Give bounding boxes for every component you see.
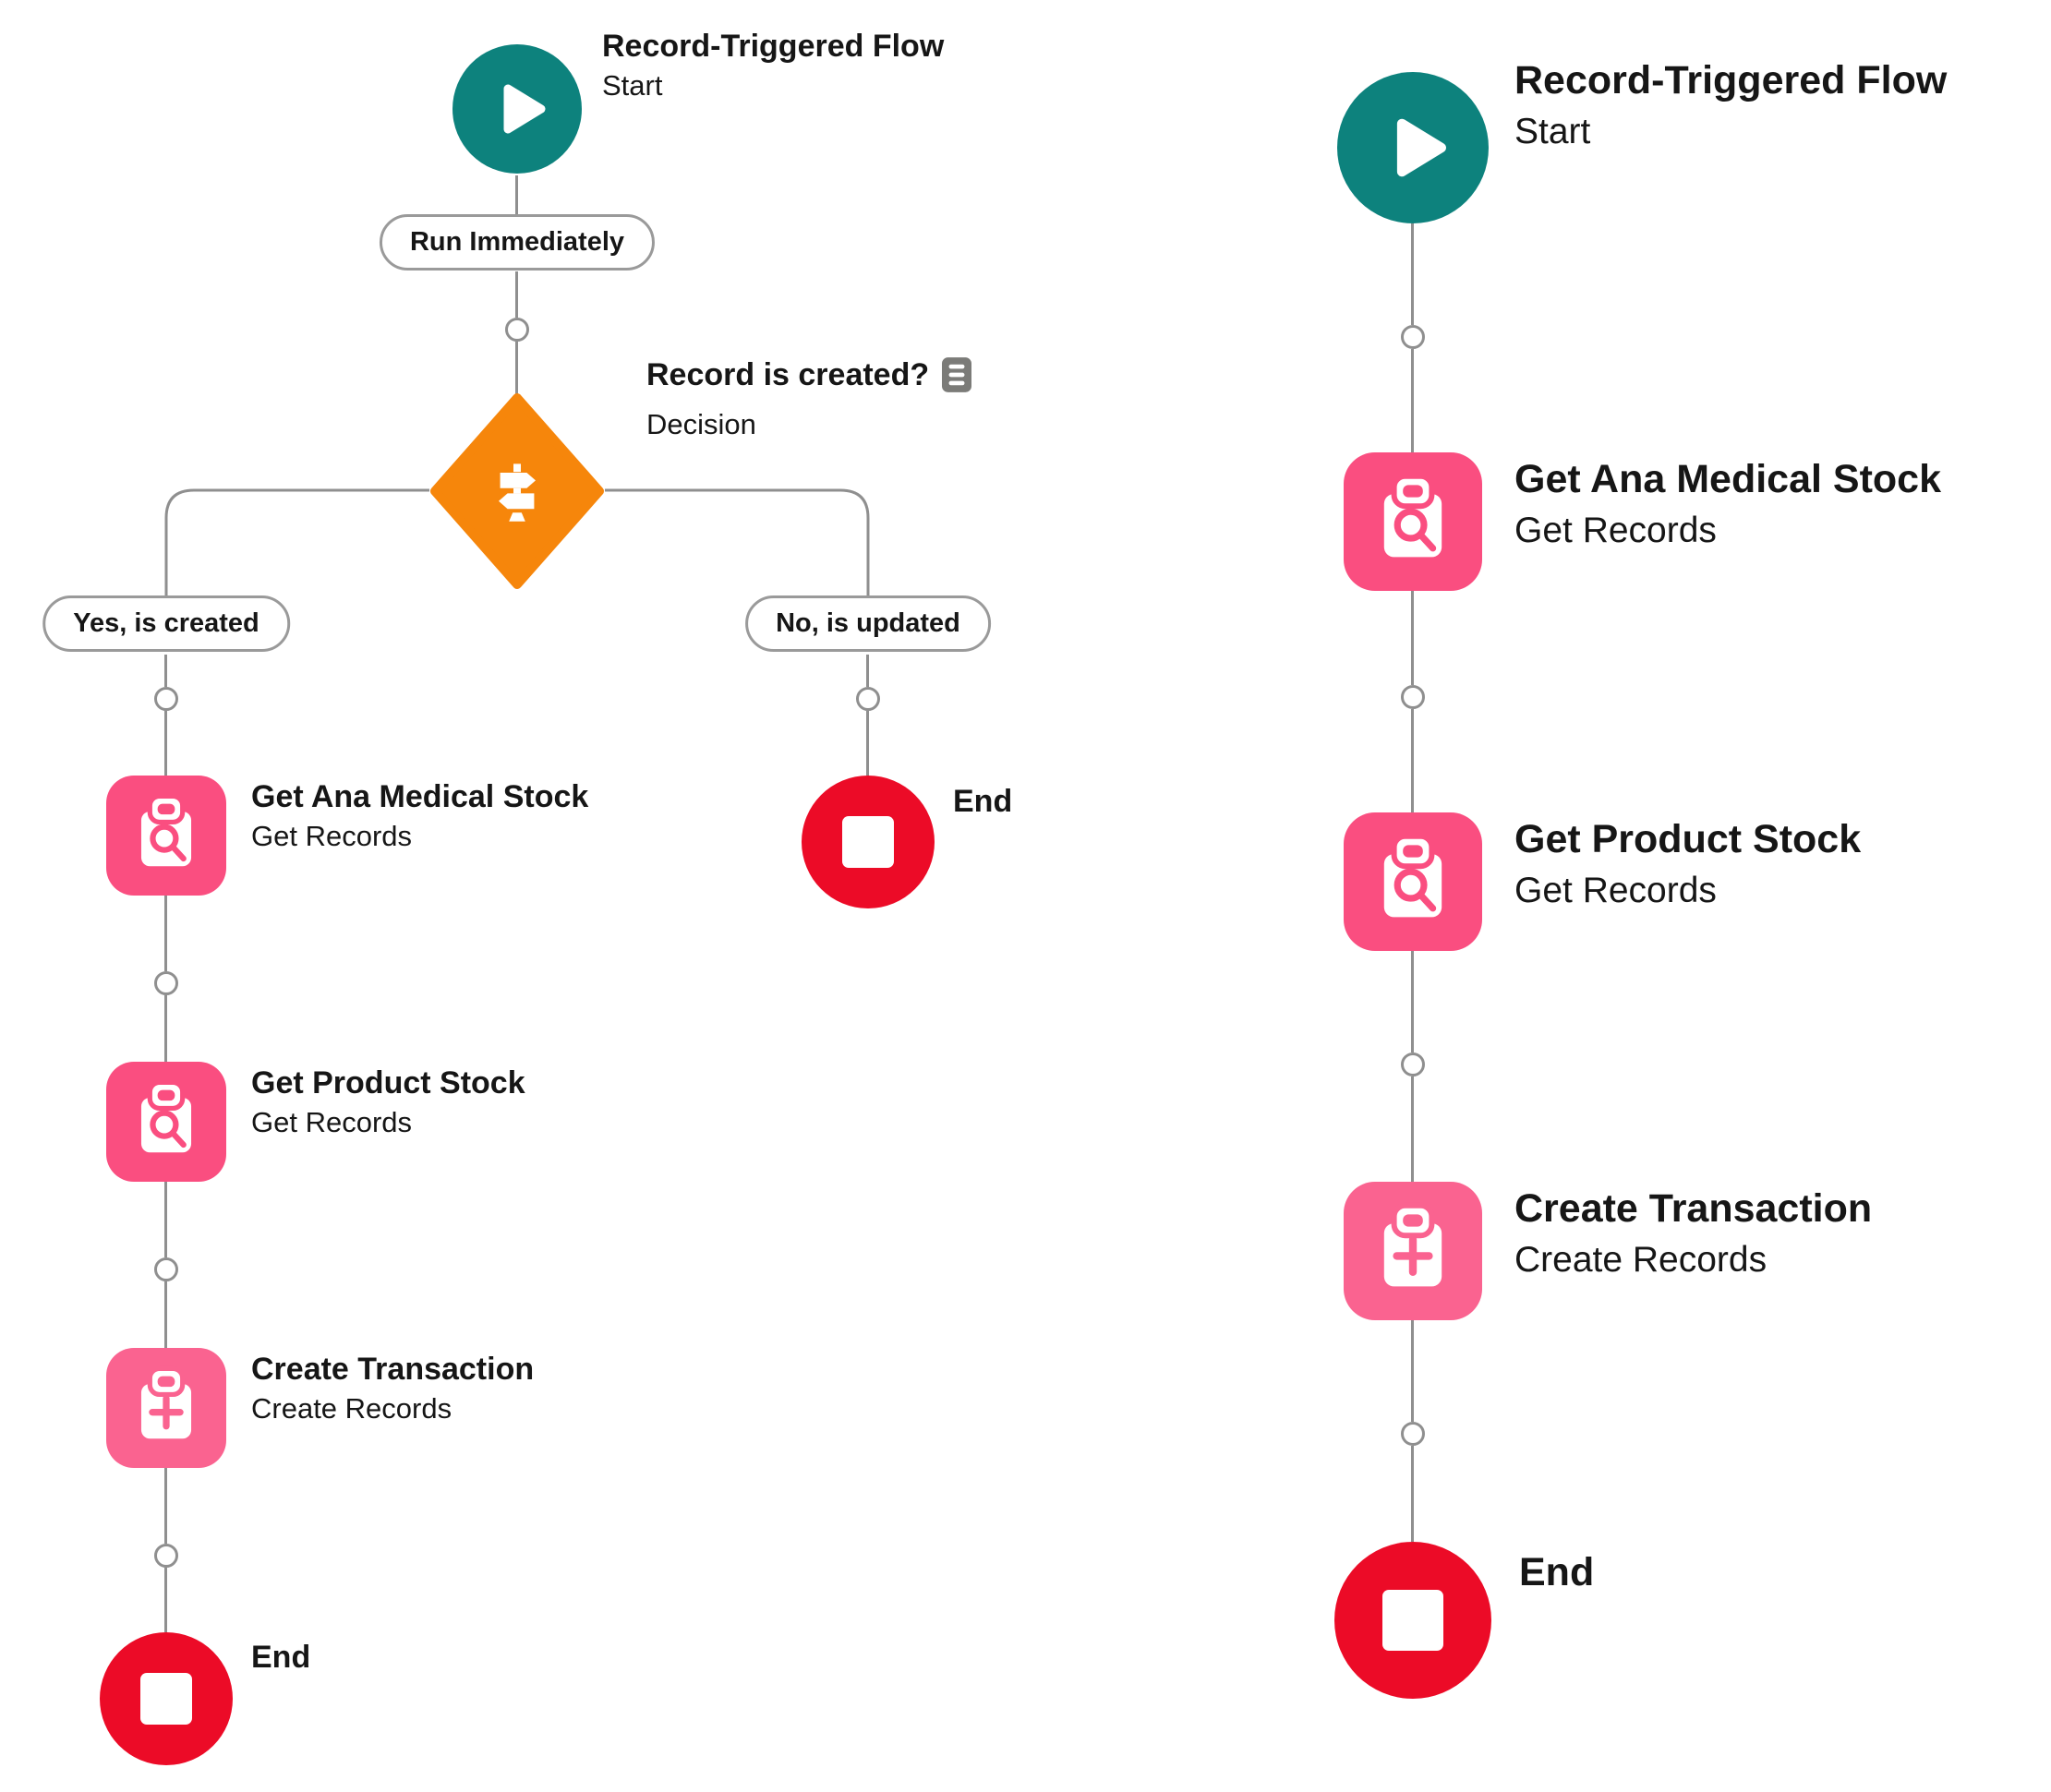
node-subtitle: Create Records [251,1392,452,1425]
start-title: Record-Triggered Flow [1514,58,1948,102]
create-transaction-node[interactable] [1344,1182,1482,1320]
node-title: Get Ana Medical Stock [251,779,589,814]
get-ana-medical-stock-node[interactable] [1344,452,1482,591]
start-subtitle: Start [1514,111,1591,151]
start-node-label: Record-Triggered Flow Start [602,28,944,103]
connector-line [164,995,167,1062]
branch-yes-label: Yes, is created [73,608,259,638]
connector-ring[interactable] [856,687,880,711]
connector-line [866,711,869,776]
connector-line [164,896,167,971]
node-label: Get Product Stock Get Records [251,1064,525,1140]
node-label: Get Ana Medical Stock Get Records [1514,456,1941,552]
branch-connector-left [164,488,429,597]
end-label: End [953,784,1013,819]
node-title: Create Transaction [1514,1186,1873,1231]
run-pill-label: Run Immediately [409,227,625,257]
connector-line [164,655,167,687]
get-product-stock-node[interactable] [1344,812,1482,951]
connector-ring[interactable] [1401,1422,1425,1446]
connector-line [1411,1076,1414,1182]
node-title: Create Transaction [251,1352,535,1387]
connector-ring[interactable] [154,1544,178,1568]
connector-ring[interactable] [505,318,529,342]
clipboard-plus-icon [1383,1202,1442,1287]
connector-line [1411,349,1414,452]
connector-line [164,1568,167,1632]
clipboard-search-icon [140,793,192,867]
end-label: End [251,1640,311,1675]
node-label: Create Transaction Create Records [1514,1185,1872,1281]
connector-line [515,175,518,214]
clipboard-plus-icon [140,1365,192,1439]
connector-line [515,342,518,395]
signpost-icon [499,463,536,522]
start-node-label: Record-Triggered Flow Start [1514,57,1947,153]
start-subtitle: Start [602,69,663,102]
get-product-stock-node[interactable] [106,1062,226,1182]
node-label: Create Transaction Create Records [251,1351,534,1426]
end-label: End [1519,1550,1595,1594]
stop-square-icon [1382,1590,1443,1651]
play-icon [503,84,546,134]
node-subtitle: Get Records [251,820,413,853]
connector-line [866,655,869,687]
branch-no-label: No, is updated [776,608,960,638]
node-title: Get Product Stock [1514,817,1862,861]
stop-square-icon [140,1673,192,1725]
clipboard-search-icon [140,1079,192,1153]
end-node[interactable] [802,776,935,908]
branch-connector-right [605,488,870,597]
create-transaction-node[interactable] [106,1348,226,1468]
connector-line [1411,709,1414,812]
connector-ring[interactable] [1401,325,1425,349]
connector-line [164,1468,167,1544]
node-title: Get Product Stock [251,1065,525,1100]
decision-node-label: Record is created? Decision [646,356,972,442]
start-title: Record-Triggered Flow [602,29,945,64]
clipboard-search-icon [1383,473,1442,558]
decision-title: Record is created? [646,357,930,392]
decision-subtitle: Decision [646,408,756,441]
run-immediately-pill[interactable]: Run Immediately [379,214,656,271]
branch-no-pill[interactable]: No, is updated [745,595,991,652]
node-subtitle: Get Records [251,1106,413,1139]
node-subtitle: Get Records [1514,510,1717,550]
start-node[interactable] [452,44,582,174]
node-title: Get Ana Medical Stock [1514,457,1941,501]
node-subtitle: Get Records [1514,870,1717,910]
connector-line [164,1281,167,1348]
clipboard-search-icon [1383,833,1442,918]
connector-line [164,1182,167,1257]
start-node[interactable] [1337,72,1489,223]
connector-line [1411,1446,1414,1542]
connector-ring[interactable] [154,687,178,711]
node-label: Get Product Stock Get Records [1514,816,1861,912]
end-node[interactable] [1334,1542,1491,1699]
connector-ring[interactable] [154,1257,178,1281]
branch-yes-pill[interactable]: Yes, is created [42,595,290,652]
connector-ring[interactable] [154,971,178,995]
get-ana-medical-stock-node[interactable] [106,776,226,896]
connector-line [1411,1320,1414,1422]
node-subtitle: Create Records [1514,1239,1767,1280]
connector-line [1411,223,1414,325]
play-icon [1396,118,1446,177]
list-icon[interactable] [942,357,972,392]
end-node[interactable] [100,1632,233,1765]
node-label: Get Ana Medical Stock Get Records [251,778,588,854]
connector-line [515,271,518,318]
stop-square-icon [842,816,894,868]
connector-ring[interactable] [1401,1052,1425,1076]
connector-line [1411,591,1414,685]
connector-line [164,711,167,776]
connector-line [1411,951,1414,1052]
connector-ring[interactable] [1401,685,1425,709]
